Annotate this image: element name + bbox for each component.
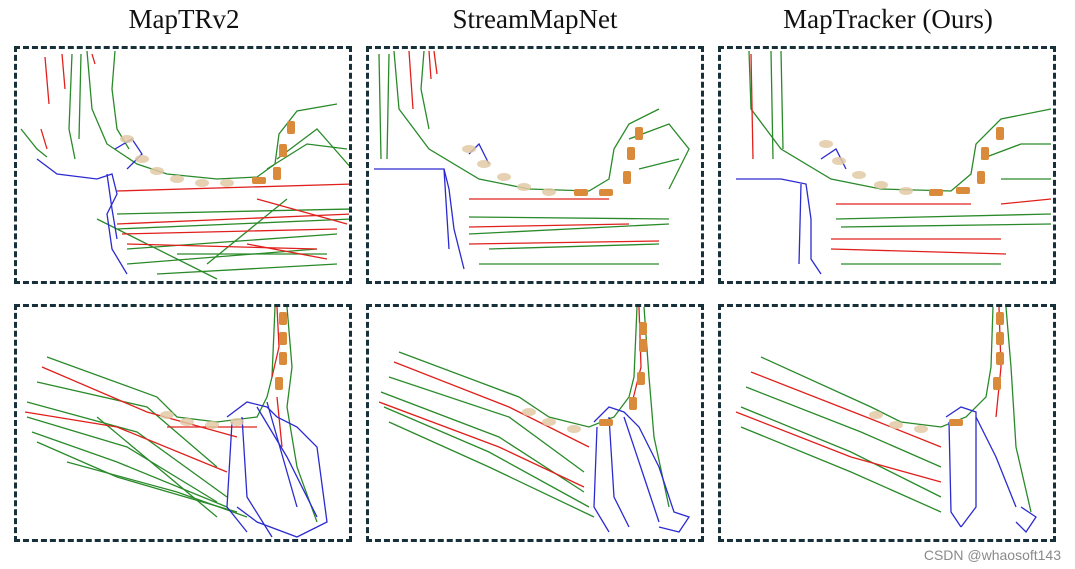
map-maptracker-scene2 — [735, 307, 1037, 534]
crossing-lines — [593, 406, 691, 533]
panel-maptracker-scene1 — [718, 46, 1056, 284]
boundary-lines — [20, 50, 349, 280]
title-streammapnet: StreamMapNet — [452, 4, 618, 34]
divider-lines — [750, 53, 1052, 255]
crossing-lines — [226, 401, 328, 538]
ego-vehicle-boxes — [949, 312, 1004, 426]
divider-lines — [408, 50, 660, 245]
crossing-lines — [374, 142, 490, 270]
ego-vehicle-trail — [160, 411, 244, 429]
panel-maptrv2-scene1 — [14, 46, 352, 284]
map-maptracker-scene1 — [736, 50, 1052, 275]
crossing-lines — [36, 138, 143, 275]
ego-vehicle-boxes — [574, 127, 643, 196]
ego-vehicle-trail — [120, 135, 234, 187]
boundary-lines — [378, 50, 690, 265]
panel-streammapnet-scene2 — [366, 304, 704, 542]
divider-lines — [378, 307, 642, 488]
ego-vehicle-trail — [462, 145, 556, 196]
boundary-lines — [740, 307, 1032, 513]
title-maptrv2: MapTRv2 — [128, 4, 240, 34]
panel-maptrv2-scene2 — [14, 304, 352, 542]
ego-vehicle-boxes — [599, 322, 647, 426]
watermark: CSDN @whaosoft143 — [923, 547, 1061, 563]
ego-vehicle-boxes — [252, 121, 295, 184]
ego-vehicle-boxes — [929, 127, 1004, 196]
divider-lines — [40, 53, 349, 260]
title-maptracker: MapTracker (Ours) — [783, 4, 993, 34]
map-streammapnet-scene2 — [378, 307, 691, 533]
ego-vehicle-trail — [819, 140, 913, 195]
panel-maptracker-scene2 — [718, 304, 1056, 542]
map-maptrv2-scene2 — [24, 307, 328, 538]
map-streammapnet-scene1 — [374, 50, 690, 270]
panel-streammapnet-scene1 — [366, 46, 704, 284]
boundary-lines — [748, 50, 1052, 265]
crossing-lines — [736, 148, 847, 275]
ego-vehicle-trail — [522, 408, 581, 433]
map-maptrv2-scene1 — [20, 50, 349, 280]
ego-vehicle-boxes — [275, 312, 287, 390]
crossing-lines — [945, 406, 1037, 534]
divider-lines — [735, 307, 1002, 483]
boundary-lines — [26, 307, 318, 523]
ego-vehicle-trail — [869, 411, 928, 433]
